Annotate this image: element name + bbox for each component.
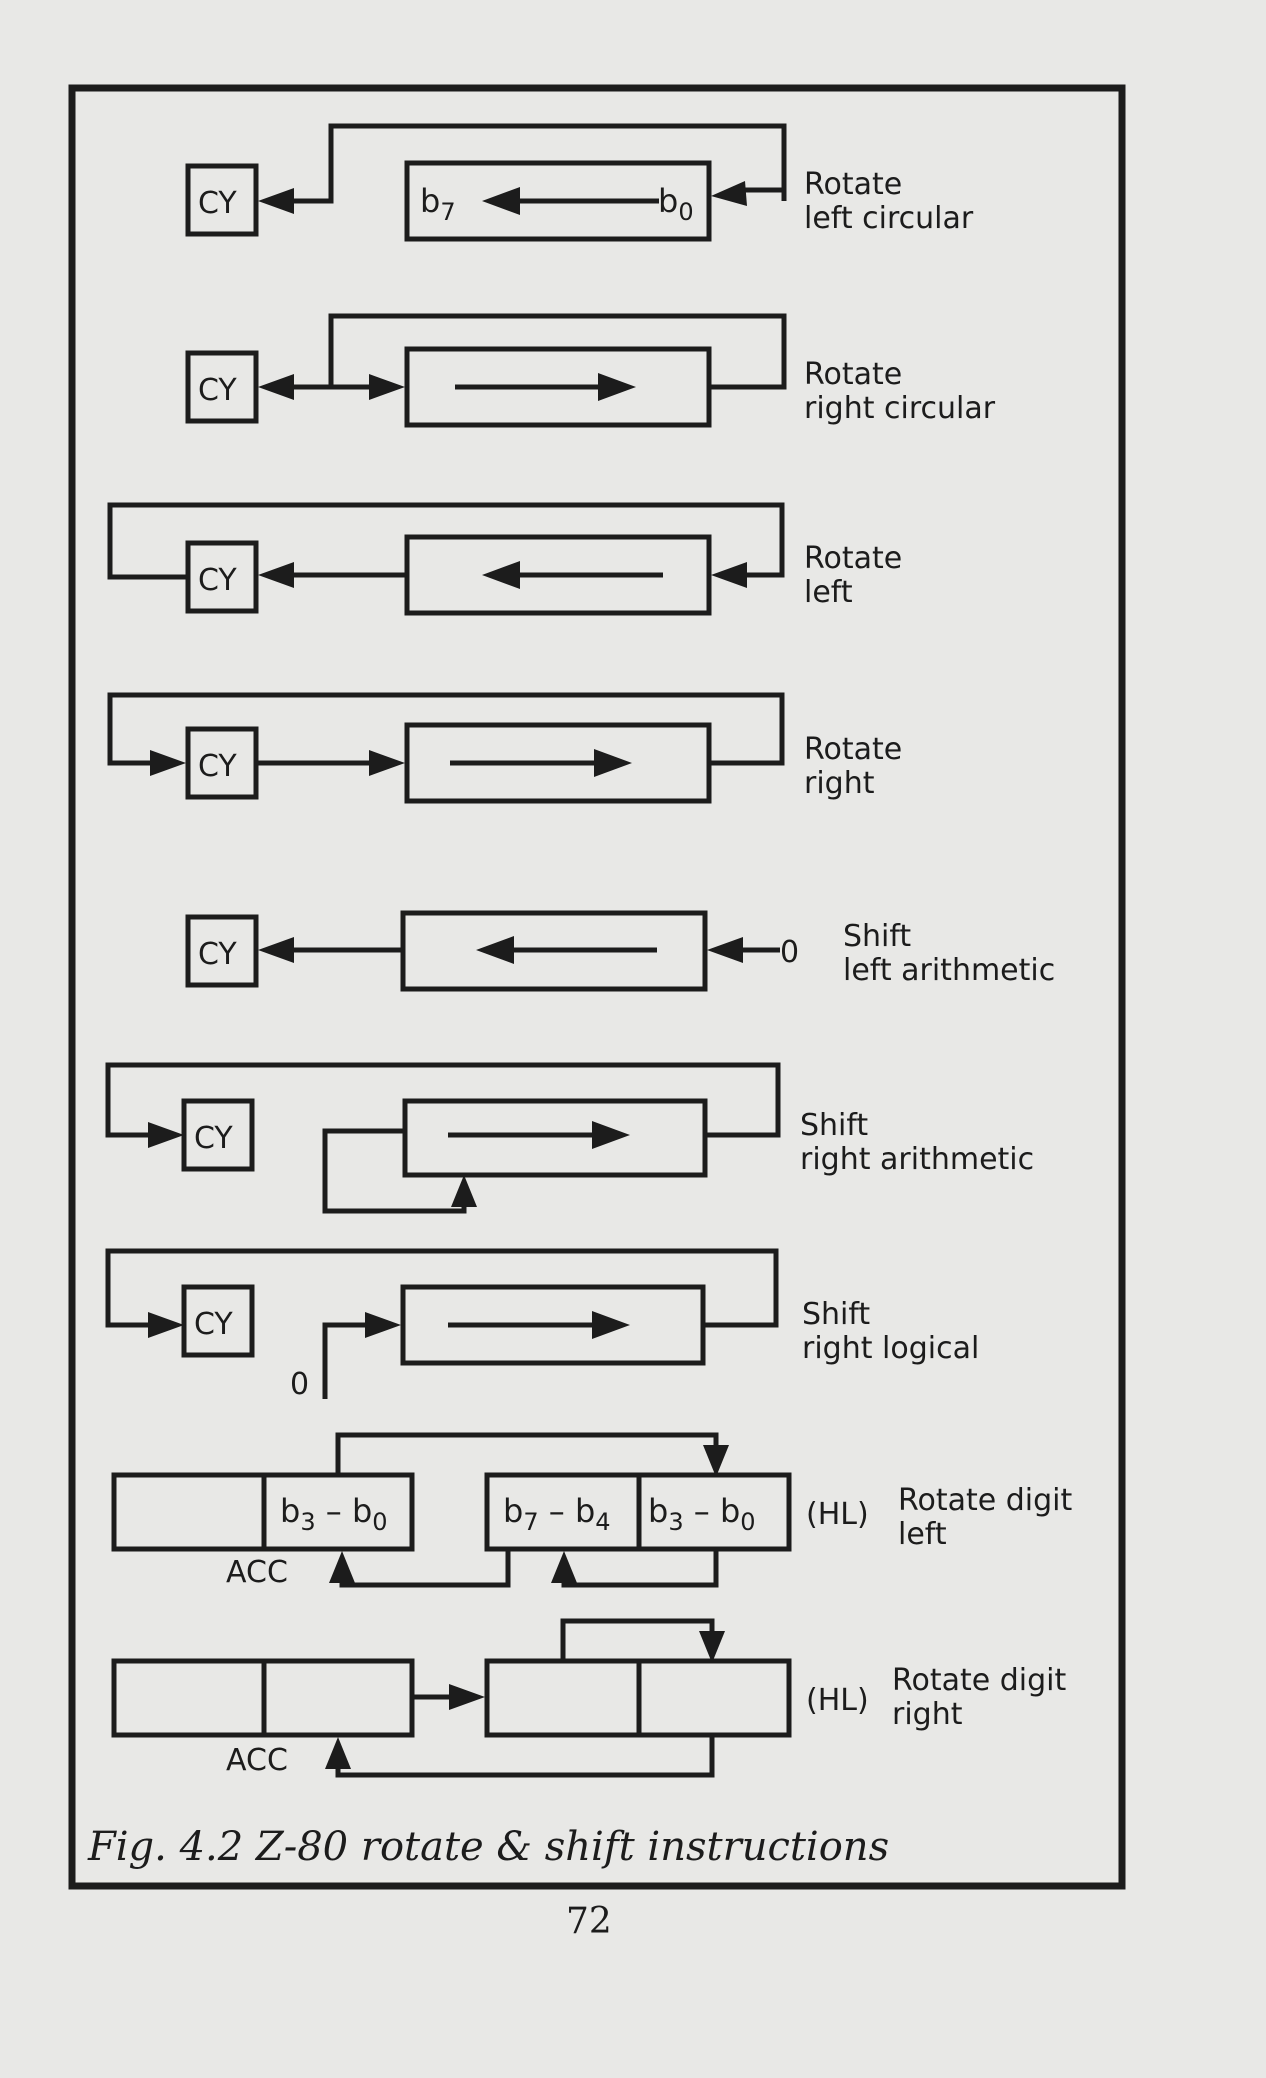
hl-high-to-low-line — [560, 1618, 715, 1661]
register-box — [400, 910, 708, 992]
row-label-line1: Shift — [800, 1108, 868, 1143]
zero-feed-line — [322, 1322, 368, 1399]
row-rotate-right: CY Rotate right — [107, 692, 902, 804]
row-rotate-right-circular: CY Rotate right circular — [185, 313, 996, 428]
loop-line — [105, 1062, 781, 1138]
row-label-line2: right logical — [802, 1331, 979, 1366]
row-label-line1: Rotate — [804, 167, 902, 202]
row-label-line2: right arithmetic — [800, 1142, 1034, 1177]
sign-bit-line — [322, 1128, 467, 1214]
cy-arrowhead — [150, 750, 186, 776]
shift-arrowhead — [592, 1121, 630, 1149]
hl-low-to-high-arrowhead — [551, 1551, 577, 1583]
cy-box — [185, 163, 259, 237]
row-label-line2: left — [898, 1517, 947, 1552]
cy-label: CY — [194, 1121, 233, 1156]
register-arrowhead — [707, 937, 743, 963]
row-label-line2: right — [804, 766, 875, 801]
shift-arrowhead — [594, 749, 632, 777]
hl-high-to-low-arrowhead — [699, 1631, 725, 1663]
cy-label: CY — [198, 937, 237, 972]
row-shift-left-arithmetic: CY 0 Shift left arithmetic — [185, 910, 1055, 992]
row-label-line1: Rotate — [804, 541, 902, 576]
hl-label: (HL) — [806, 1497, 869, 1532]
figure-frame — [68, 84, 1126, 1890]
loop-line — [328, 313, 787, 390]
row-rotate-left-circular: CY b7 b0 Rotate left circular — [185, 123, 974, 242]
shift-arrowhead — [598, 373, 636, 401]
page-number: 72 — [566, 1901, 612, 1942]
row-rotate-left: CY Rotate left — [107, 502, 902, 616]
register-box — [404, 160, 712, 242]
row-rotate-digit-right: ACC (HL) Rotate digit right — [111, 1618, 1067, 1778]
row-label-line1: Rotate — [804, 732, 902, 767]
hl-high-to-acc-arrowhead — [329, 1551, 355, 1583]
b7-label: b7 — [420, 182, 456, 226]
acc-label: ACC — [226, 1743, 288, 1778]
cy-box — [185, 350, 259, 424]
row-label-line2: right circular — [804, 391, 996, 426]
row-label-line2: left arithmetic — [843, 953, 1055, 988]
cy-label: CY — [198, 373, 237, 408]
row-rotate-digit-left: b3 – b0 ACC b7 – b4 b3 – b0 (HL) Rotate … — [111, 1432, 1073, 1590]
row-label-line1: Rotate digit — [892, 1663, 1067, 1698]
loop-line — [107, 502, 785, 580]
zero-input: 0 — [290, 1367, 309, 1402]
register-arrowhead — [711, 562, 747, 588]
cy-label: CY — [194, 1307, 233, 1342]
hl-high-to-acc-line — [339, 1549, 511, 1588]
cy-arrowhead — [258, 374, 294, 400]
row-shift-right-logical: CY 0 Shift right logical — [105, 1248, 979, 1402]
row-label-line1: Rotate — [804, 357, 902, 392]
shift-arrowhead — [482, 187, 520, 215]
acc-to-hl-high-arrowhead — [449, 1684, 485, 1710]
b0-label: b0 — [658, 182, 694, 226]
loop-line — [107, 692, 785, 766]
register-arrowhead — [369, 750, 405, 776]
row-label-line2: left circular — [804, 201, 974, 236]
shift-arrowhead — [482, 561, 520, 589]
row-label-line1: Shift — [802, 1297, 870, 1332]
cy-arrowhead — [148, 1122, 184, 1148]
cy-label: CY — [198, 563, 237, 598]
shift-arrowhead — [592, 1311, 630, 1339]
cy-arrowhead — [258, 937, 294, 963]
register-box — [404, 534, 712, 616]
acc-low-nibble: b3 – b0 — [280, 1492, 388, 1536]
row-label-line2: left — [804, 575, 853, 610]
b0-arrowhead — [711, 181, 747, 206]
hl-low-to-acc-line — [335, 1735, 715, 1778]
cy-arrowhead — [148, 1312, 184, 1338]
acc-to-hl-low-line — [335, 1432, 719, 1475]
acc-to-hl-low-arrowhead — [703, 1445, 729, 1477]
register-arrowhead — [365, 1312, 401, 1338]
sign-bit-arrowhead — [451, 1175, 477, 1207]
register-arrowhead — [369, 374, 405, 400]
zero-input: 0 — [780, 935, 799, 970]
hl-low-to-high-line — [561, 1549, 719, 1588]
acc-label: ACC — [226, 1555, 288, 1590]
cy-label: CY — [198, 186, 237, 221]
hl-high-nibble: b7 – b4 — [503, 1492, 611, 1536]
row-shift-right-arithmetic: CY Shift right arithmetic — [105, 1062, 1034, 1214]
shift-arrowhead — [476, 936, 514, 964]
hl-low-to-acc-arrowhead — [325, 1737, 351, 1769]
register-box — [402, 1098, 708, 1178]
cy-label: CY — [198, 749, 237, 784]
row-label-line1: Rotate digit — [898, 1483, 1073, 1518]
row-label-line1: Shift — [843, 919, 911, 954]
cy-arrowhead — [258, 562, 294, 588]
figure-caption: Fig. 4.2 Z-80 rotate & shift instruction… — [87, 1824, 889, 1870]
hl-label: (HL) — [806, 1683, 869, 1718]
cy-box — [181, 1284, 255, 1358]
loop-line — [285, 123, 787, 204]
row-label-line2: right — [892, 1697, 963, 1732]
cy-box — [185, 914, 259, 988]
cy-arrowhead — [258, 188, 294, 214]
loop-line — [105, 1248, 779, 1328]
hl-low-nibble: b3 – b0 — [648, 1492, 756, 1536]
